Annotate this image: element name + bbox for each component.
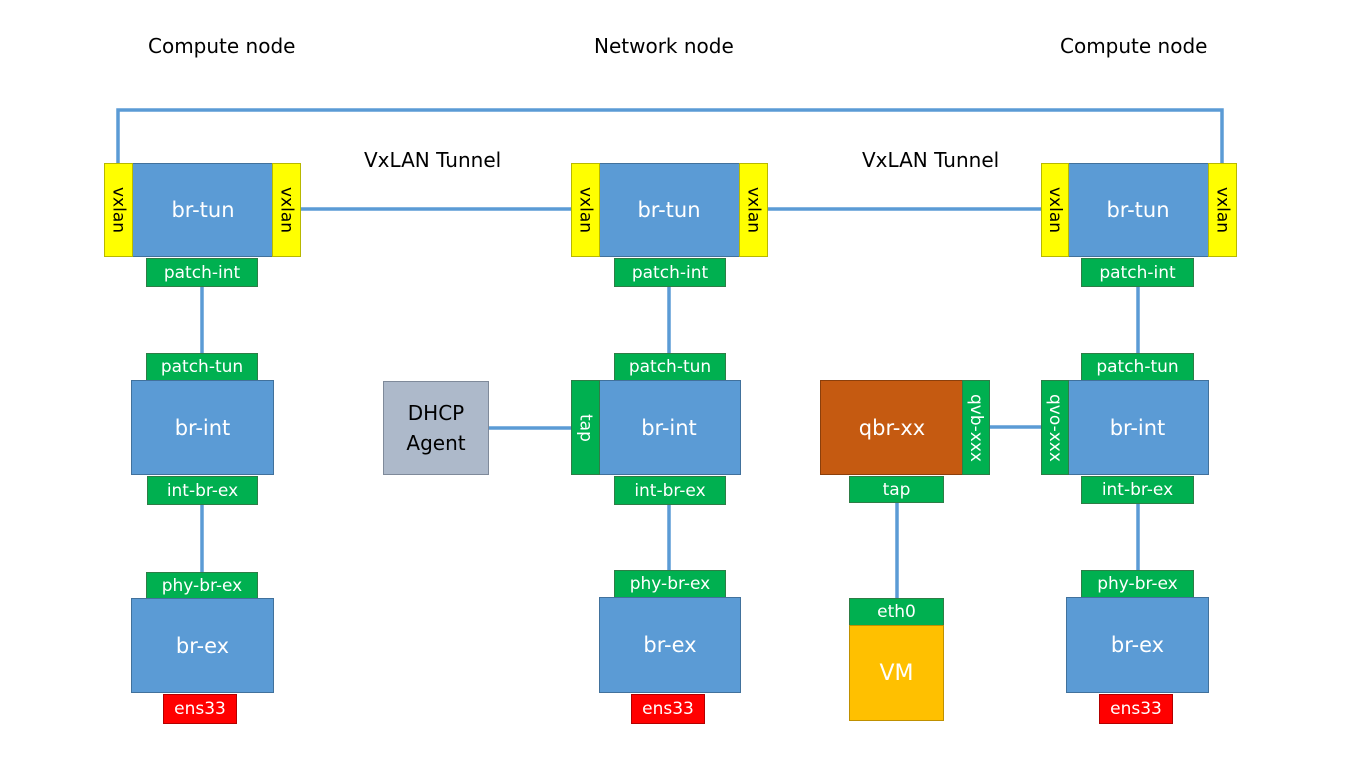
left-patch-tun-label: patch-tun [160,357,244,377]
left-ens33-label: ens33 [174,699,226,719]
vm-eth0-port: eth0 [849,598,944,626]
left-vxlan-port-1-label: vxlan [108,186,129,234]
dhcp-agent-line2: Agent [406,431,466,455]
mid-patch-int-label: patch-int [631,262,709,283]
right-br-ex: br-ex [1066,597,1209,693]
right-vxlan-port-1-label: vxlan [1045,186,1065,234]
mid-tap-label: tap [575,413,596,442]
left-patch-int-label: patch-int [163,262,241,283]
right-br-tun: br-tun [1066,163,1210,257]
right-br-int-label: br-int [1109,415,1166,440]
right-int-br-ex-label: int-br-ex [1101,480,1174,500]
left-br-tun-label: br-tun [171,198,235,222]
qvb-port: qvb-xxx [962,380,990,475]
mid-br-ex-label: br-ex [643,633,697,657]
mid-br-tun: br-tun [597,163,741,257]
left-phy-br-ex-label: phy-br-ex [161,575,243,596]
vm-box: VM [849,625,944,721]
left-br-ex: br-ex [131,598,274,693]
heading-compute-node-left: Compute node [148,34,296,58]
mid-ens33-port: ens33 [631,694,705,724]
top-tunnel-link [116,108,1224,164]
tunnel-label-left: VxLAN Tunnel [364,148,502,172]
right-vxlan-port-2: vxlan [1208,163,1237,257]
qbr-bridge-label: qbr-xx [858,415,926,440]
right-patch-tun-label: patch-tun [1096,357,1179,377]
qbr-tap-label: tap [882,479,911,500]
left-br-int-label: br-int [174,415,231,440]
vm-label: VM [879,660,914,686]
mid-vxlan-port-2: vxlan [739,163,768,257]
right-vxlan-port-2-label: vxlan [1212,186,1233,234]
right-ens33-label: ens33 [1110,699,1162,719]
heading-compute-node-right: Compute node [1060,34,1208,58]
mid-patch-int-port: patch-int [614,258,726,287]
left-patch-tun-port: patch-tun [146,353,258,381]
tunnel-label-right: VxLAN Tunnel [862,148,1000,172]
right-qvo-port: qvo-xxx [1041,380,1069,475]
left-int-br-ex-label: int-br-ex [166,480,239,501]
mid-tap-port: tap [571,380,600,475]
mid-br-tun-label: br-tun [637,198,701,222]
right-phy-br-ex-port: phy-br-ex [1081,570,1194,598]
left-vxlan-port-2-label: vxlan [276,186,297,234]
dhcp-agent-line1: DHCP [407,401,465,425]
right-int-br-ex-port: int-br-ex [1081,476,1194,504]
right-patch-tun-port: patch-tun [1081,353,1194,381]
mid-vxlan-port-1-label: vxlan [575,186,596,234]
mid-br-int: br-int [597,380,741,475]
right-ens33-port: ens33 [1099,694,1173,724]
right-br-tun-label: br-tun [1106,198,1170,222]
dhcp-agent: DHCP Agent [383,381,489,475]
mid-int-br-ex-label: int-br-ex [634,480,706,501]
left-patch-int-port: patch-int [146,258,258,287]
mid-vxlan-port-2-label: vxlan [743,186,764,234]
mid-br-int-label: br-int [641,415,697,440]
mid-ens33-label: ens33 [642,699,694,719]
right-patch-int-label: patch-int [1099,262,1176,283]
vm-eth0-label: eth0 [877,602,916,622]
mid-patch-tun-port: patch-tun [614,353,726,381]
right-br-ex-label: br-ex [1110,633,1165,657]
qbr-bridge: qbr-xx [820,380,964,475]
right-vxlan-port-1: vxlan [1041,163,1069,257]
mid-phy-br-ex-port: phy-br-ex [614,570,726,598]
left-int-br-ex-port: int-br-ex [147,476,258,505]
mid-int-br-ex-port: int-br-ex [614,476,726,505]
left-br-tun: br-tun [131,163,275,257]
right-patch-int-port: patch-int [1081,258,1194,287]
mid-br-ex: br-ex [599,597,741,693]
heading-network-node: Network node [594,34,734,58]
mid-patch-tun-label: patch-tun [628,357,712,377]
left-phy-br-ex-port: phy-br-ex [146,572,258,599]
qvb-label: qvb-xxx [966,393,986,462]
left-br-ex-label: br-ex [175,633,230,658]
left-vxlan-port-1: vxlan [104,163,133,257]
left-ens33-port: ens33 [163,694,237,724]
right-phy-br-ex-label: phy-br-ex [1097,574,1178,594]
mid-vxlan-port-1: vxlan [571,163,600,257]
right-br-int: br-int [1066,380,1209,475]
left-br-int: br-int [131,380,274,475]
qbr-tap-port: tap [849,476,944,503]
left-vxlan-port-2: vxlan [272,163,301,257]
mid-phy-br-ex-label: phy-br-ex [629,574,711,594]
right-qvo-label: qvo-xxx [1045,393,1065,462]
